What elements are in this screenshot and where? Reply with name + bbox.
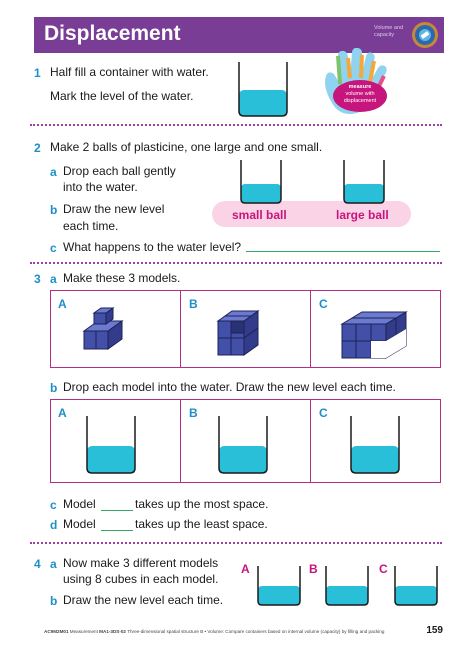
- q1-line-2: Mark the level of the water.: [50, 89, 194, 103]
- q3-beaker-a: [86, 416, 136, 474]
- q3-c-pre: Model: [63, 497, 96, 511]
- page-number: 159: [426, 625, 443, 636]
- q3-d-blank[interactable]: [101, 530, 133, 531]
- q2-a-line-2: into the water.: [63, 180, 138, 194]
- question-4-number: 4: [34, 557, 41, 571]
- footer-strand: Measurement: [69, 629, 98, 634]
- page-header: Displacement Volume and capacity: [34, 17, 444, 53]
- level-label-c: C: [319, 406, 328, 420]
- q2-a-line-1: Drop each ball gently: [63, 164, 176, 178]
- section-divider: [30, 542, 442, 544]
- large-ball-label: large ball: [336, 208, 389, 222]
- q3-d-letter: d: [50, 518, 58, 532]
- q4-b-text: Draw the new level each time.: [63, 593, 224, 607]
- q1-line-1: Half fill a container with water.: [50, 65, 209, 79]
- q3-d-pre: Model: [63, 517, 96, 531]
- skill-badge-text: measure volume with displacement: [333, 84, 387, 105]
- q4-beaker-b: [325, 566, 369, 606]
- question-3-number: 3: [34, 272, 41, 286]
- q3-c-letter: c: [50, 498, 57, 512]
- q2-answer-line[interactable]: [246, 251, 440, 252]
- cube-model-a: [82, 307, 124, 350]
- q2-a-letter: a: [50, 165, 57, 179]
- q4-label-b: B: [309, 562, 318, 576]
- badge-line-2: volume with: [345, 91, 375, 97]
- q3-d-post: takes up the least space.: [135, 517, 268, 531]
- model-label-a: A: [58, 297, 67, 311]
- level-cell-a: [51, 400, 181, 482]
- model-cell-a: [51, 291, 181, 367]
- footer-code: AC9M2M01: [44, 629, 69, 634]
- badge-line-3: displacement: [343, 98, 377, 104]
- medal-icon: [412, 22, 438, 48]
- q2-b-line-2: each time.: [63, 219, 119, 233]
- ball-labels-band: [212, 201, 411, 227]
- q3-a-letter: a: [50, 272, 57, 286]
- q3-b-letter: b: [50, 381, 58, 395]
- levels-table: [50, 399, 441, 483]
- q2-b-line-1: Draw the new level: [63, 202, 165, 216]
- q2-b-letter: b: [50, 203, 58, 217]
- page-title: Displacement: [44, 22, 181, 45]
- q4-b-letter: b: [50, 594, 58, 608]
- models-table: [50, 290, 441, 368]
- q4-a-line-2: using 8 cubes in each model.: [63, 572, 219, 586]
- footer: AC9M2M01 Measurement MA1-3DS-02 Three-di…: [44, 629, 384, 634]
- q4-a-line-1: Now make 3 different models: [63, 556, 219, 570]
- q3-b-text: Drop each model into the water. Draw the…: [63, 380, 396, 394]
- q4-a-letter: a: [50, 557, 57, 571]
- large-ball-beaker: [343, 160, 385, 204]
- q2-stem: Make 2 balls of plasticine, one large an…: [50, 140, 323, 154]
- footer-desc: Three-dimensional spatial structure B • …: [127, 629, 385, 634]
- question-2-number: 2: [34, 141, 41, 155]
- small-ball-label: small ball: [232, 208, 287, 222]
- q4-label-a: A: [241, 562, 250, 576]
- small-ball-beaker: [240, 160, 282, 204]
- q3-beaker-b: [218, 416, 268, 474]
- model-cell-b: [181, 291, 311, 367]
- q2-c-letter: c: [50, 241, 57, 255]
- q1-beaker: [238, 62, 288, 117]
- skill-badge: [333, 80, 387, 112]
- q3-a-text: Make these 3 models.: [63, 271, 181, 285]
- q4-label-c: C: [379, 562, 388, 576]
- q3-c-blank[interactable]: [101, 510, 133, 511]
- level-label-a: A: [58, 406, 67, 420]
- q4-beaker-c: [394, 566, 438, 606]
- footer-ref: MA1-3DS-02: [99, 629, 126, 634]
- q2-c-text: What happens to the water level?: [63, 240, 242, 254]
- topic-tag: Volume and capacity: [374, 25, 404, 38]
- q3-c-post: takes up the most space.: [135, 497, 269, 511]
- section-divider: [30, 124, 442, 126]
- level-cell-b: [181, 400, 311, 482]
- question-1-number: 1: [34, 66, 41, 80]
- model-label-c: C: [319, 297, 328, 311]
- cube-model-c: [340, 311, 408, 359]
- q3-beaker-c: [350, 416, 400, 474]
- section-divider: [30, 262, 442, 264]
- level-label-b: B: [189, 406, 198, 420]
- cube-model-b: [216, 310, 260, 356]
- badge-line-1: measure: [348, 84, 372, 90]
- q4-beaker-a: [257, 566, 301, 606]
- model-label-b: B: [189, 297, 198, 311]
